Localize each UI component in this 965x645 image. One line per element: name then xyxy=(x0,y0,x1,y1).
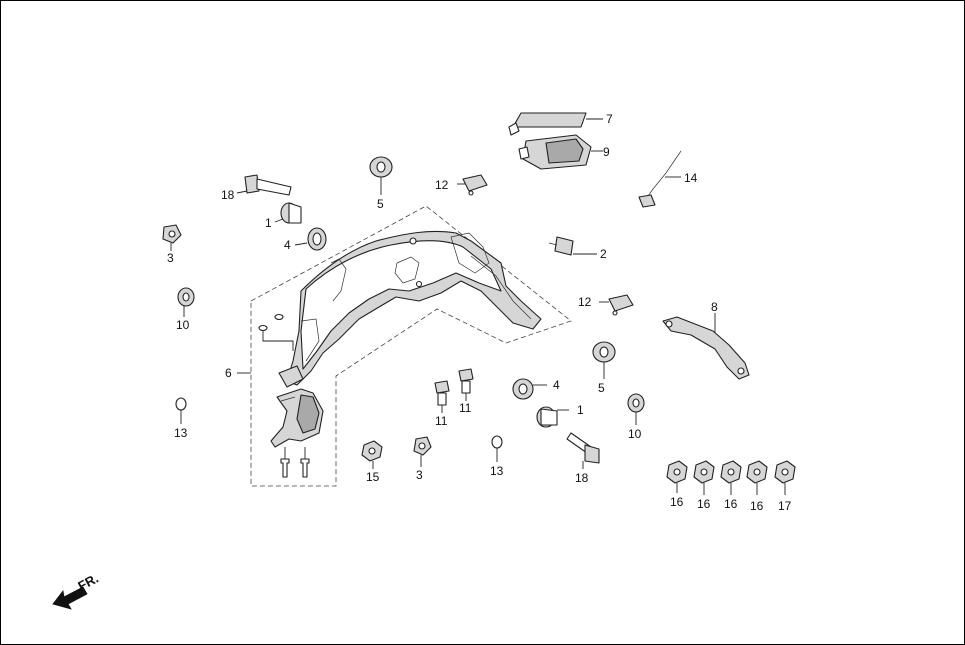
callout-14: 14 xyxy=(684,171,698,185)
callout-16-c: 16 xyxy=(724,497,738,511)
callout-12-lower: 12 xyxy=(578,295,592,309)
collar-upper xyxy=(274,202,302,224)
plate xyxy=(548,236,597,256)
callout-5-lower: 5 xyxy=(598,381,605,395)
callout-15: 15 xyxy=(366,470,380,484)
washer-pair xyxy=(258,313,294,351)
grommet-lower xyxy=(592,341,616,379)
callout-3-center: 3 xyxy=(416,468,423,482)
washer-13-center xyxy=(491,435,503,462)
nut-left xyxy=(162,224,182,251)
nut-15 xyxy=(361,440,383,469)
nut-17 xyxy=(774,460,796,495)
callout-7: 7 xyxy=(606,112,613,126)
bushing-upper xyxy=(294,227,327,251)
callout-13-center: 13 xyxy=(490,464,504,478)
callout-9: 9 xyxy=(603,145,610,159)
rear-fender-body xyxy=(278,230,542,388)
callout-1-upper: 1 xyxy=(265,216,272,230)
callout-16-d: 16 xyxy=(750,499,764,513)
bracket xyxy=(662,313,750,380)
front-arrow-icon xyxy=(52,586,88,610)
bolt-lower xyxy=(566,432,600,469)
washer-13-left xyxy=(175,397,187,424)
bushing-lower xyxy=(512,378,547,400)
bolt-upper xyxy=(236,174,292,196)
callout-3-left: 3 xyxy=(167,251,174,265)
nut-center xyxy=(413,436,432,467)
grommet-10-right xyxy=(627,393,645,425)
mud-flap xyxy=(270,388,324,448)
front-direction-indicator: FR. xyxy=(52,571,101,610)
callout-1-lower: 1 xyxy=(577,403,584,417)
callout-8: 8 xyxy=(711,300,718,314)
nut-16-b xyxy=(693,460,715,495)
callout-11-left: 11 xyxy=(435,414,448,428)
screw-11-right xyxy=(458,368,474,401)
callout-4-lower: 4 xyxy=(553,378,560,392)
clip-upper xyxy=(457,174,488,196)
nut-16-a xyxy=(666,460,688,493)
grommet-10-left xyxy=(177,287,195,317)
callout-5-upper: 5 xyxy=(377,197,384,211)
tray-lid xyxy=(508,112,603,136)
callout-17: 17 xyxy=(778,499,792,513)
callout-12-upper: 12 xyxy=(435,178,449,192)
callout-4-upper: 4 xyxy=(284,238,291,252)
callout-18-upper: 18 xyxy=(221,188,235,202)
callout-11-right: 11 xyxy=(459,401,472,415)
grommet-upper xyxy=(369,156,393,195)
nut-16-c xyxy=(720,460,742,495)
callout-13-left: 13 xyxy=(174,426,188,440)
callout-18-lower: 18 xyxy=(575,471,589,485)
callout-16-a: 16 xyxy=(670,495,684,509)
screw-11-left xyxy=(434,380,450,413)
callout-16-b: 16 xyxy=(697,497,711,511)
clip-lower xyxy=(599,294,634,316)
callout-10-left: 10 xyxy=(176,318,190,332)
nut-16-d xyxy=(746,460,768,495)
cable-wire xyxy=(638,150,682,208)
callout-10-right: 10 xyxy=(628,427,642,441)
collar-lower xyxy=(536,406,569,428)
callout-2: 2 xyxy=(600,247,607,261)
flap-screws xyxy=(280,447,310,478)
callout-6: 6 xyxy=(225,366,232,380)
tray-box xyxy=(518,134,603,170)
